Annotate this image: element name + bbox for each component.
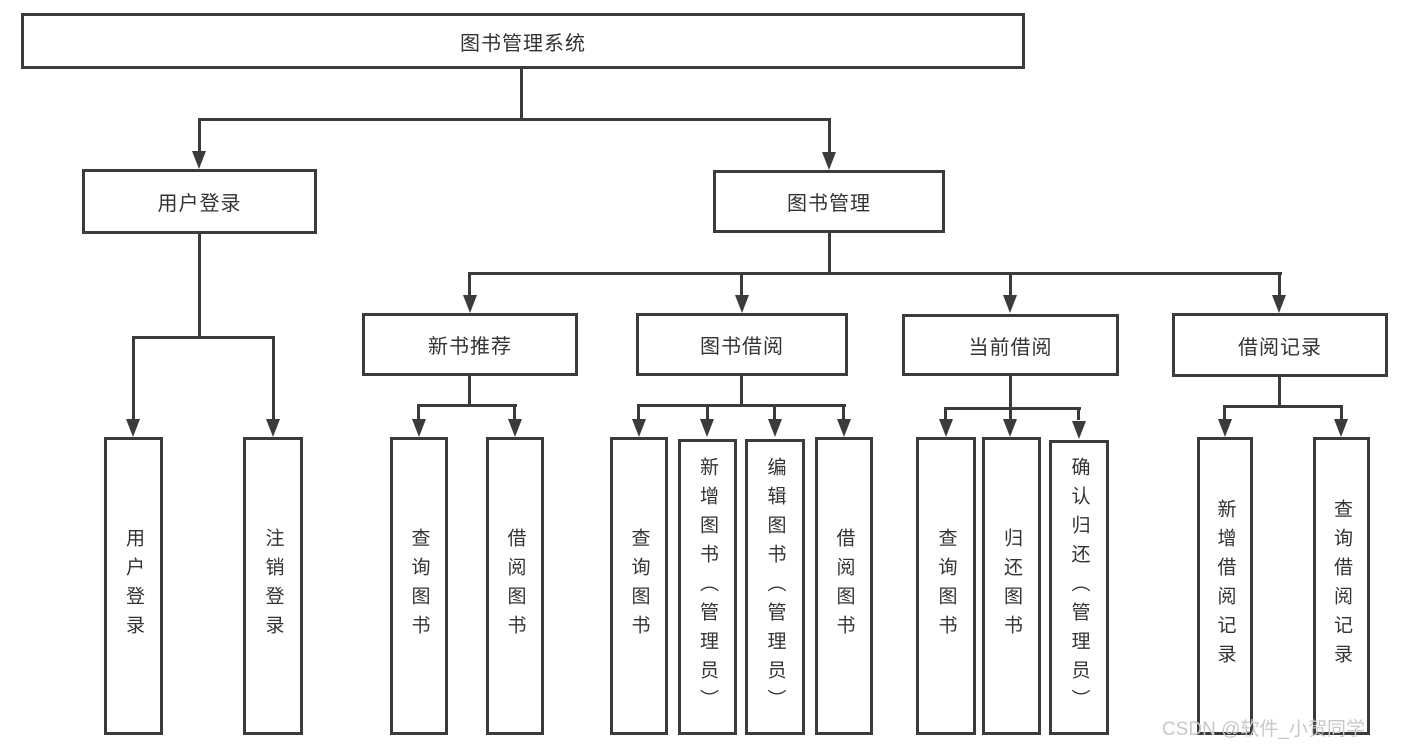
leaf-borrow-books-recommend: 借阅图书 [486, 437, 544, 735]
connector-line [417, 404, 420, 420]
node-label: 图书管理 [787, 193, 871, 215]
arrow-down-icon [1272, 295, 1286, 313]
node-label: 用户登录 [157, 193, 242, 215]
arrow-down-icon [768, 419, 782, 437]
leaf-query-books-recommend: 查询图书 [390, 437, 448, 735]
connector-line [828, 118, 831, 153]
arrow-down-icon [508, 419, 522, 437]
leaf-confirm-return-admin: 确认归还（管理员） [1049, 440, 1109, 735]
leaf-logout: 注销登录 [243, 437, 303, 735]
arrow-down-icon [1218, 419, 1232, 437]
connector-line [468, 272, 471, 296]
connector-line [132, 336, 135, 420]
node-label: 新增借阅记录 [1214, 499, 1236, 673]
leaf-user-login: 用户登录 [104, 437, 163, 735]
connector-line [828, 233, 831, 274]
connector-line [706, 404, 709, 420]
connector-line [842, 404, 845, 420]
connector-line [1223, 405, 1226, 420]
connector-line [513, 404, 516, 420]
arrow-down-icon [822, 152, 836, 170]
arrow-down-icon [412, 419, 426, 437]
connector-line [740, 272, 743, 296]
connector-line [1077, 407, 1080, 420]
connector-line [1278, 272, 1281, 296]
connector-line [468, 272, 1282, 275]
arrow-down-icon [1003, 419, 1017, 437]
connector-line [1223, 405, 1343, 408]
arrow-down-icon [463, 295, 477, 313]
connector-line [198, 234, 201, 338]
leaf-return-books: 归还图书 [982, 437, 1041, 735]
arrow-down-icon [1334, 419, 1348, 437]
leaf-query-books-current: 查询图书 [916, 437, 976, 735]
node-label: 用户登录 [123, 528, 144, 644]
connector-line [520, 69, 523, 120]
node-user-login: 用户登录 [82, 169, 317, 234]
connector-line [1009, 272, 1012, 296]
leaf-edit-book-admin: 编辑图书（管理员） [745, 439, 805, 735]
node-label: 查询图书 [935, 528, 957, 644]
arrow-down-icon [632, 419, 646, 437]
connector-line [637, 404, 640, 420]
node-current-borrow: 当前借阅 [902, 314, 1119, 376]
arrow-down-icon [837, 419, 851, 437]
node-label: 新增图书（管理员） [697, 456, 718, 718]
arrow-down-icon [700, 419, 714, 437]
leaf-query-borrow-record: 查询借阅记录 [1313, 437, 1370, 735]
connector-line [132, 336, 275, 339]
node-label: 借阅记录 [1238, 336, 1322, 359]
node-label: 借阅图书 [833, 528, 855, 644]
connector-line [637, 404, 846, 407]
node-book-borrow: 图书借阅 [636, 313, 848, 376]
node-label: 归还图书 [1001, 528, 1022, 644]
node-label: 确认归还（管理员） [1068, 457, 1090, 718]
node-label: 图书借阅 [700, 336, 784, 358]
connector-line [417, 404, 517, 407]
connector-line [773, 404, 776, 420]
node-label: 查询图书 [628, 528, 650, 644]
arrow-down-icon [126, 419, 140, 437]
connector-line [944, 407, 1081, 410]
connector-line [740, 376, 743, 406]
leaf-add-book-admin: 新增图书（管理员） [678, 439, 737, 735]
csdn-watermark: CSDN @软件_小贺同学 [1162, 719, 1365, 740]
node-label: 查询借阅记录 [1331, 499, 1352, 673]
node-new-book-recommend: 新书推荐 [362, 313, 578, 376]
arrow-down-icon [1072, 421, 1086, 439]
connector-line [198, 118, 831, 121]
arrow-down-icon [266, 419, 280, 437]
node-label: 注销登录 [262, 528, 284, 644]
node-book-management: 图书管理 [713, 170, 945, 233]
connector-line [1278, 377, 1281, 407]
node-label: 图书管理系统 [460, 32, 586, 55]
connector-line [944, 407, 947, 420]
connector-line [272, 336, 275, 420]
arrow-down-icon [939, 419, 953, 437]
connector-line [1009, 407, 1012, 420]
connector-line [198, 118, 201, 152]
node-label: 新书推荐 [428, 336, 512, 358]
connector-line [468, 376, 471, 406]
node-label: 当前借阅 [968, 336, 1053, 359]
leaf-add-borrow-record: 新增借阅记录 [1197, 437, 1253, 735]
connector-line [1340, 405, 1343, 420]
arrow-down-icon [192, 151, 206, 169]
leaf-borrow-books-2: 借阅图书 [815, 437, 873, 735]
node-label: 查询图书 [408, 528, 430, 644]
arrow-down-icon [1003, 295, 1017, 313]
node-borrow-records: 借阅记录 [1172, 313, 1388, 377]
node-label: 编辑图书（管理员） [764, 456, 786, 718]
arrow-down-icon [735, 295, 749, 313]
node-label: 借阅图书 [504, 528, 526, 644]
leaf-query-books-borrow: 查询图书 [610, 437, 668, 735]
connector-line [1009, 376, 1012, 409]
node-book-management-system: 图书管理系统 [21, 13, 1025, 69]
